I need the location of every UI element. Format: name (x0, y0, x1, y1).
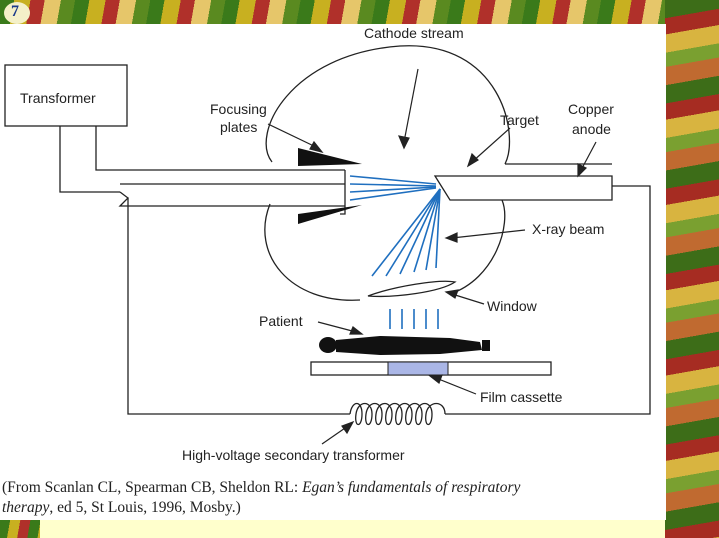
decorative-right-border (665, 0, 719, 538)
decorative-top-border (0, 0, 719, 26)
label-transformer: Transformer (20, 90, 96, 106)
transformer-box (4, 64, 128, 127)
arrow-head-window (444, 289, 459, 299)
xray-tube-diagram: Transformer Cathode stream Focusing plat… (4, 25, 651, 463)
arrow-target (471, 127, 511, 163)
label-film-cassette: Film cassette (480, 389, 563, 405)
glass-envelope-top (265, 45, 511, 165)
logo-icon: 7 (4, 2, 30, 24)
caption-book-title-2: therapy (2, 499, 50, 516)
arrow-window (451, 293, 485, 305)
arrow-patient (317, 321, 357, 333)
arrow-head-film (428, 374, 443, 384)
glass-envelope-bottom-right (449, 199, 506, 295)
arrow-head-target (466, 152, 479, 168)
cathode-end (340, 170, 346, 215)
focusing-plate-bottom (298, 205, 362, 224)
arrow-head-copper (577, 163, 588, 178)
label-hv-transformer: High-voltage secondary transformer (182, 447, 405, 463)
label-cathode-stream: Cathode stream (364, 25, 464, 41)
caption-part1: (From Scanlan CL, Spearman CB, Sheldon R… (2, 479, 303, 496)
glass-envelope-bottom-left (264, 203, 361, 301)
arrow-head-patient (349, 326, 364, 335)
film-cassette (387, 361, 449, 376)
label-focusing-2: plates (220, 119, 257, 135)
cathode-tube-bottom (118, 191, 345, 207)
arrow-head-hv (341, 420, 355, 435)
figure-caption: (From Scanlan CL, Spearman CB, Sheldon R… (2, 478, 664, 518)
arrow-film (435, 377, 477, 395)
hv-wire-left (127, 198, 350, 415)
focusing-plate-top (298, 148, 362, 166)
patient-silhouette (319, 336, 490, 355)
transformer-wire-right (95, 126, 345, 171)
label-copper-2: anode (572, 121, 611, 137)
arrow-head-focusing (309, 140, 324, 154)
hv-wire-right (445, 185, 651, 415)
transformer-wire-left (59, 126, 120, 193)
label-target: Target (500, 112, 539, 128)
xray-beam-lines (371, 188, 441, 329)
label-patient: Patient (259, 313, 303, 329)
arrow-cathode-stream (403, 68, 419, 143)
arrow-head-cathode (398, 135, 410, 150)
arrow-head-xray (444, 232, 458, 243)
cathode-stream-lines (349, 175, 437, 201)
decorative-bottom-strip (0, 520, 40, 538)
label-xray-beam: X-ray beam (532, 221, 604, 237)
label-focusing-1: Focusing (210, 101, 267, 117)
caption-book-title-1: Egan’s fundamentals of respiratory (302, 479, 521, 496)
arrow-focusing (267, 123, 319, 149)
arrow-xray-beam (451, 229, 526, 239)
label-copper-1: Copper (568, 101, 614, 117)
window-lens (367, 280, 457, 298)
figure-panel: Transformer Cathode stream Focusing plat… (0, 24, 666, 520)
hv-transformer-coil (349, 402, 446, 426)
label-window: Window (487, 298, 538, 314)
caption-part2: , ed 5, St Louis, 1996, Mosby.) (49, 499, 241, 516)
copper-anode (433, 175, 613, 201)
